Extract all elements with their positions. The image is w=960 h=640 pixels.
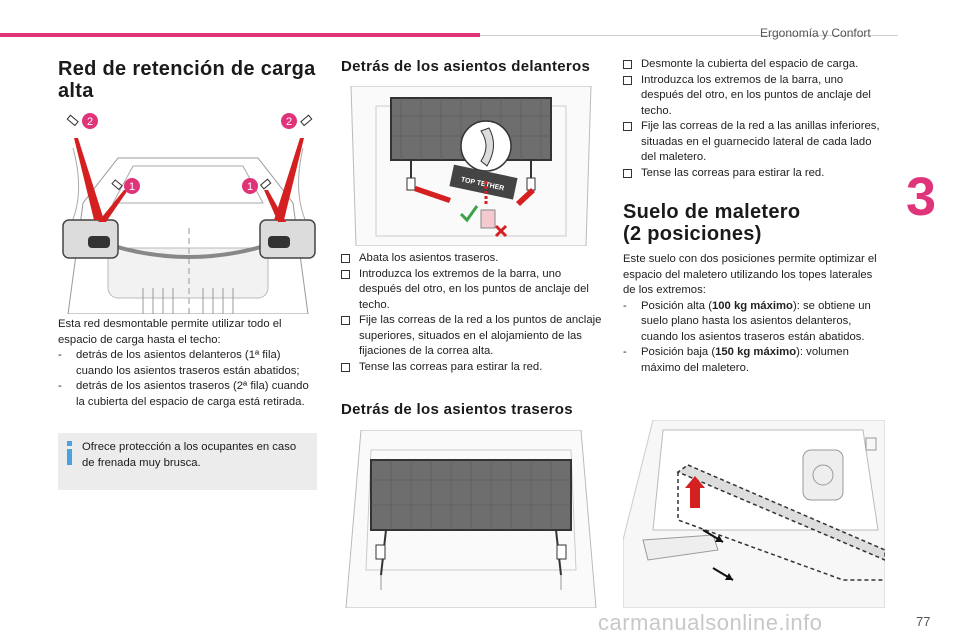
callout-2-right	[281, 113, 297, 129]
col3-step: Introduzca los extremos de la barra, uno…	[623, 73, 885, 120]
col1-body: Esta red desmontable permite utilizar to…	[58, 317, 320, 410]
col3-step: Tense las correas para estirar la red.	[623, 166, 885, 182]
col3-step: Fije las correas de la red a las anillas…	[623, 119, 885, 166]
callout-1-left	[124, 178, 140, 194]
col1-list-item: -detrás de los asientos delanteros (1ª f…	[58, 349, 300, 377]
col2-step: Tense las correas para estirar la red.	[341, 360, 603, 376]
col2-step: Abata los asientos traseros.	[341, 251, 603, 267]
col3-intro: Este suelo con dos posiciones permite op…	[623, 253, 877, 296]
figure-trunk-floor	[623, 420, 885, 608]
info-box: Ofrece protección a los ocupantes en cas…	[58, 433, 317, 490]
callout-2-left	[82, 113, 98, 129]
col3-body: Este suelo con dos posiciones permite op…	[623, 252, 885, 376]
info-icon	[67, 441, 72, 465]
chapter-number: 3	[906, 167, 937, 227]
section-title: Ergonomía y Confort	[760, 26, 871, 40]
svg-text:1: 1	[247, 181, 253, 193]
heading-detras-traseros: Detrás de los asientos traseros	[341, 401, 573, 418]
figure-net-rear-seats	[345, 430, 597, 608]
page-number: 77	[916, 614, 931, 629]
header-accent-bar	[0, 33, 480, 37]
svg-text:1: 1	[129, 181, 135, 193]
svg-text:2: 2	[286, 116, 292, 128]
col1-list-item: -detrás de los asientos traseros (2ª fil…	[58, 380, 309, 408]
header-rule	[480, 35, 898, 36]
col2-step: Fije las correas de la red a los puntos …	[341, 313, 603, 360]
heading-detras-delanteros: Detrás de los asientos delanteros	[341, 58, 591, 75]
watermark: carmanualsonline.info	[598, 610, 823, 635]
svg-text:2: 2	[87, 116, 93, 128]
col3-steps: Desmonte la cubierta del espacio de carg…	[623, 57, 885, 181]
col3-step: Desmonte la cubierta del espacio de carg…	[623, 57, 885, 73]
col1-intro: Esta red desmontable permite utilizar to…	[58, 318, 282, 346]
col2-step: Introduzca los extremos de la barra, uno…	[341, 267, 603, 314]
info-text: Ofrece protección a los ocupantes en cas…	[82, 441, 297, 469]
col3-position-low: -Posición baja (150 kg máximo): volumen …	[623, 346, 849, 374]
col3-position-high: -Posición alta (100 kg máximo): se obtie…	[623, 299, 871, 343]
figure-net-front-seats: TOP TETHER	[350, 86, 592, 246]
figure-cargo-net-rear-view: 2 2 1 1	[62, 113, 316, 314]
col2-steps: Abata los asientos traseros. Introduzca …	[341, 251, 603, 375]
callout-1-right	[242, 178, 258, 194]
heading-suelo-maletero: Suelo de maletero(2 posiciones)	[623, 201, 801, 245]
